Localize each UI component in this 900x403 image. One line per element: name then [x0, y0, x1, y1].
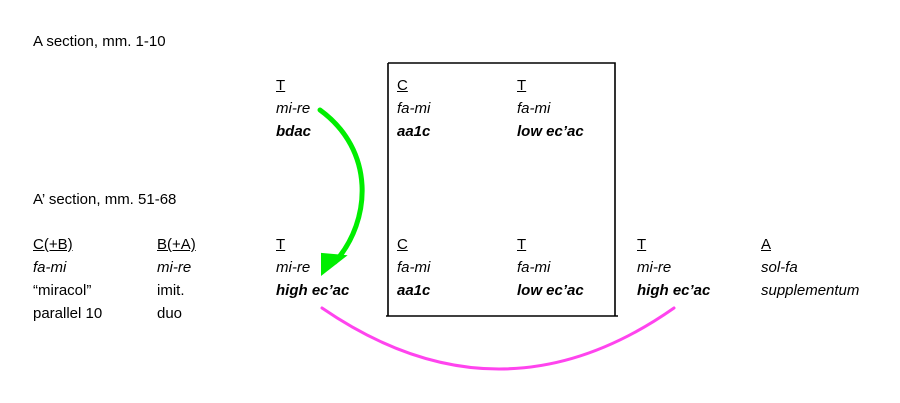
ap-t2-solmization: fa-mi	[517, 259, 551, 276]
ap-cb-note2: parallel 10	[33, 305, 103, 322]
ap-cb-note1: “miracol”	[33, 282, 92, 299]
ap-t3-motive: high ec’ac	[637, 282, 711, 299]
a-c-solmization: fa-mi	[397, 100, 431, 117]
a-c-motive: aa1c	[397, 123, 431, 140]
green-arrow-head	[321, 252, 348, 277]
a-t-voice: T	[276, 77, 286, 94]
ap-t-motive: high ec’ac	[276, 282, 350, 299]
a-t-motive: bdac	[276, 123, 312, 140]
a-section-title: A section, mm. 1-10	[33, 33, 166, 50]
a-c-voice: C	[397, 77, 408, 94]
a-t2-voice: T	[517, 77, 527, 94]
ap-ba-voice: B(+A)	[157, 236, 196, 253]
ap-t3-solmization: mi-re	[637, 259, 672, 276]
ap-cb-voice: C(+B)	[33, 236, 73, 253]
magenta-arc	[320, 306, 676, 371]
ap-a-voice: A	[761, 236, 772, 253]
ap-t-solmization: mi-re	[276, 259, 311, 276]
ap-cb-solmization: fa-mi	[33, 259, 67, 276]
a-t-solmization: mi-re	[276, 100, 311, 117]
a-t2-solmization: fa-mi	[517, 100, 551, 117]
ap-c-solmization: fa-mi	[397, 259, 431, 276]
ap-a-solmization: sol-fa	[761, 259, 798, 276]
ap-c-voice: C	[397, 236, 408, 253]
green-arrow-curve	[317, 107, 365, 265]
ap-ba-solmization: mi-re	[157, 259, 192, 276]
a-t2-motive: low ec’ac	[517, 123, 584, 140]
ap-ba-note1: imit.	[157, 282, 185, 299]
a-prime-section-title: A’ section, mm. 51-68	[33, 191, 177, 208]
ap-t3-voice: T	[637, 236, 647, 253]
ap-a-motive: supplementum	[761, 282, 860, 299]
boxed-region	[386, 62, 618, 317]
ap-ba-note2: duo	[157, 305, 183, 322]
ap-c-motive: aa1c	[397, 282, 431, 299]
ap-t2-motive: low ec’ac	[517, 282, 584, 299]
ap-t-voice: T	[276, 236, 286, 253]
ap-t2-voice: T	[517, 236, 527, 253]
